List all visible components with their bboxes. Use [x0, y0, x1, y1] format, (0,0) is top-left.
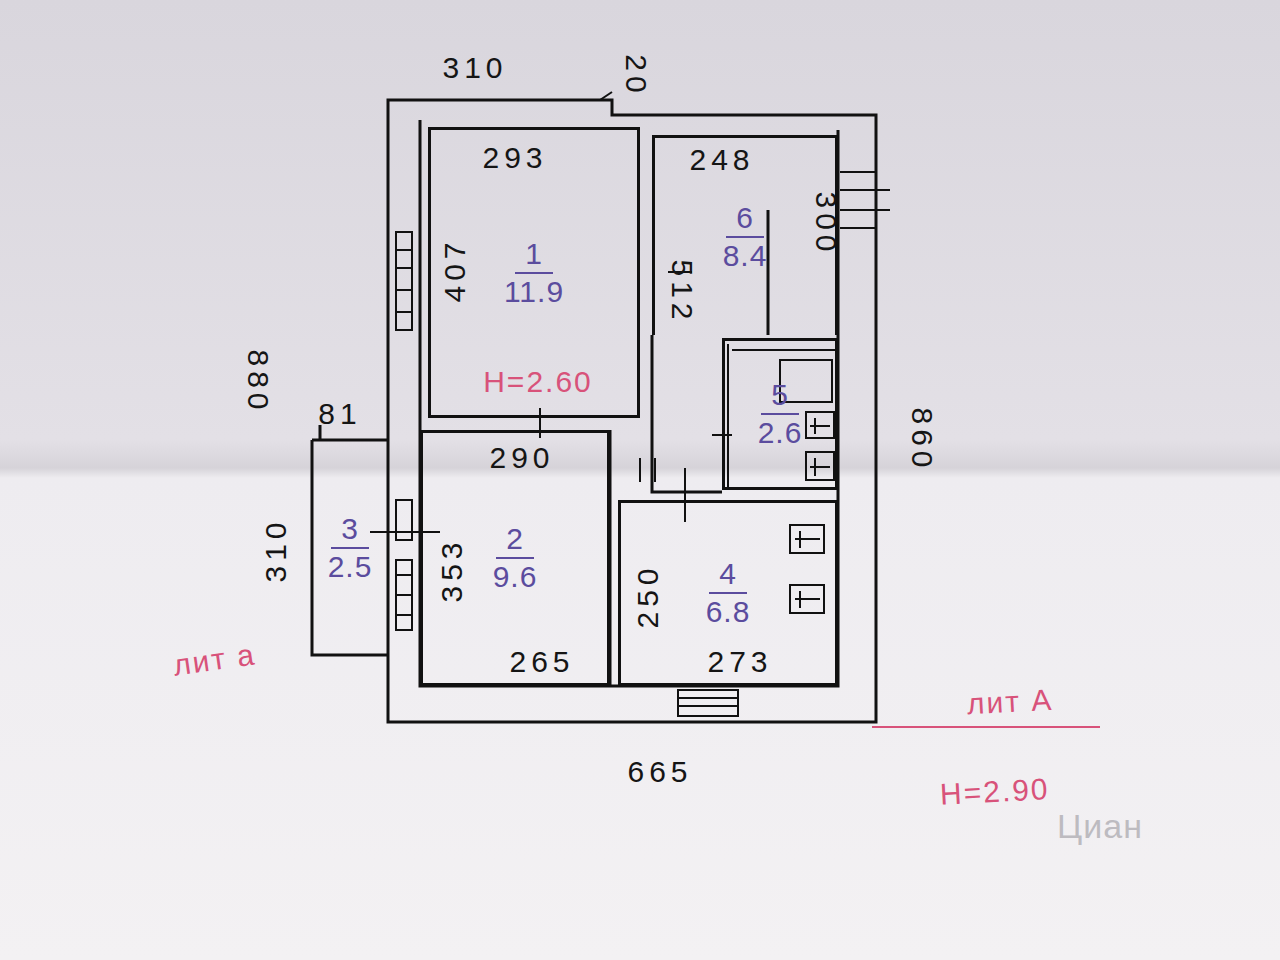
dimension: 81	[318, 397, 361, 431]
room-number: 2	[496, 521, 534, 559]
room-number: 3	[331, 511, 369, 549]
dimension: 880	[241, 349, 275, 414]
room-number: 1	[515, 236, 553, 274]
note: Н=2.60	[483, 365, 593, 399]
dimension: 300	[809, 191, 843, 256]
note: Н=2.90	[939, 772, 1050, 812]
dimension: 860	[905, 407, 939, 472]
note: лит А	[966, 683, 1054, 721]
room-area: 2.5	[328, 549, 373, 585]
room: 52.6	[722, 338, 838, 490]
inner-line	[728, 344, 838, 490]
room-area: 9.6	[493, 559, 538, 595]
window	[678, 690, 738, 716]
dimension: 353	[435, 537, 469, 602]
room: 32.5	[312, 440, 388, 655]
dimension: 265	[509, 645, 574, 679]
note: лит а	[172, 637, 259, 682]
room-number: 6	[726, 200, 764, 238]
dimension: 310	[259, 517, 293, 582]
room-area: 11.9	[504, 274, 564, 310]
window	[396, 232, 412, 330]
dimension: 273	[707, 645, 772, 679]
dimension: 512	[665, 259, 699, 324]
dimension: 310	[442, 51, 507, 85]
dimension: 293	[482, 141, 547, 175]
dimension: 665	[627, 755, 692, 789]
room-area: 2.6	[758, 415, 803, 451]
room-number: 4	[709, 556, 747, 594]
room-area: 8.4	[723, 238, 768, 274]
porch-wall	[312, 440, 388, 655]
room-area: 6.8	[706, 594, 751, 630]
window	[840, 172, 890, 245]
dimension: 407	[438, 237, 472, 302]
dimension: 290	[489, 441, 554, 475]
corridor-wall	[652, 335, 722, 492]
inner-wall	[420, 120, 838, 686]
outer-wall	[388, 100, 876, 722]
dimension: 248	[689, 143, 754, 177]
leader-line	[872, 726, 1100, 728]
tick	[600, 92, 612, 100]
partition	[767, 210, 770, 335]
room-number: 5	[761, 377, 799, 415]
dimension: 250	[631, 563, 665, 628]
dimension: 20	[619, 54, 653, 97]
window	[396, 500, 412, 630]
watermark: Циан	[1057, 807, 1143, 846]
